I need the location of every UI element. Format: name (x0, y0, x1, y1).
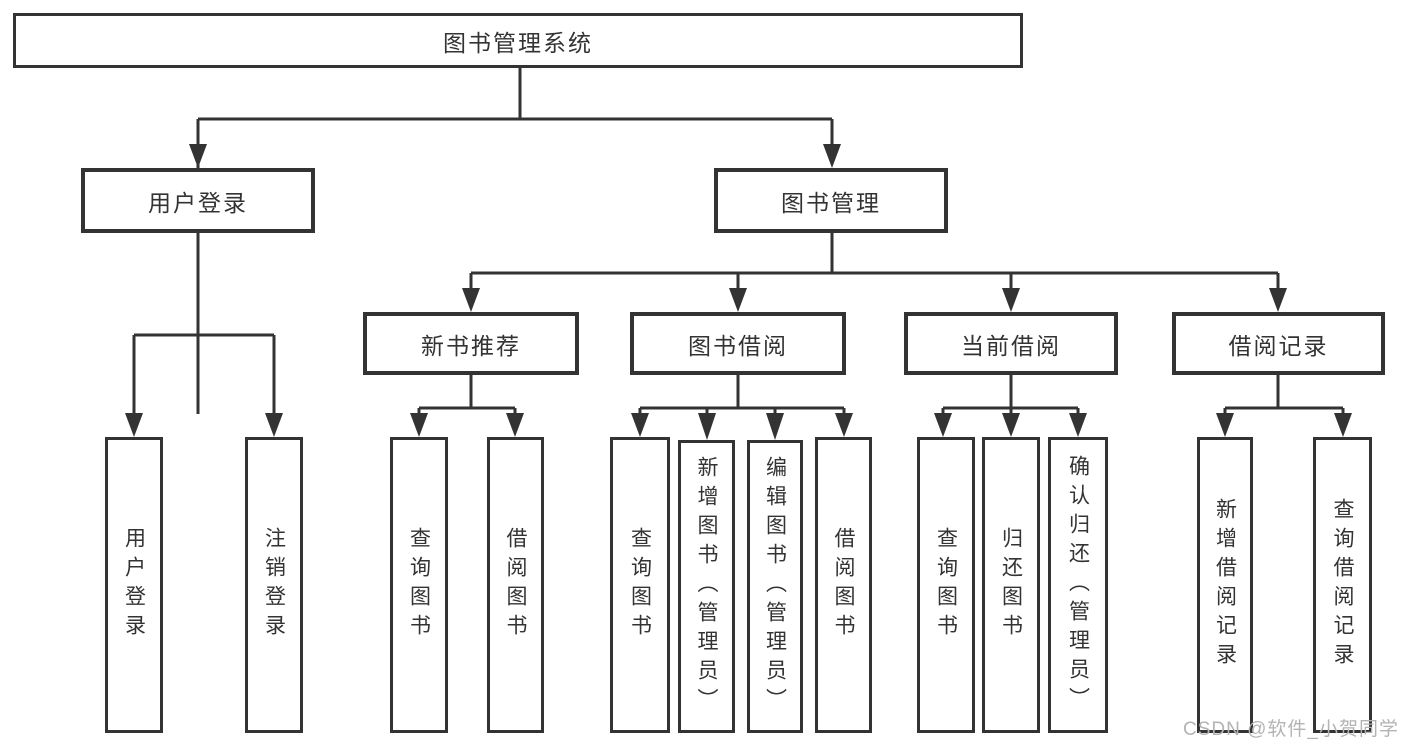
node-new-book-recommend: 新书推荐 (363, 312, 579, 375)
leaf-return-books: 归还图书 (982, 437, 1040, 733)
node-user-login: 用户登录 (81, 168, 315, 233)
csdn-watermark: CSDN @软件_小贺同学 (1183, 719, 1399, 740)
leaf-query-books-recommend: 查询图书 (390, 437, 448, 733)
leaf-add-books-admin: 新增图书（管理员） (678, 440, 735, 733)
leaf-add-borrow-record: 新增借阅记录 (1197, 437, 1253, 733)
leaf-query-borrow-record: 查询借阅记录 (1313, 437, 1372, 733)
leaf-edit-books-admin: 编辑图书（管理员） (747, 440, 803, 733)
leaf-user-login: 用户登录 (105, 437, 163, 733)
node-book-management: 图书管理 (714, 168, 948, 233)
arrowheads (125, 144, 1352, 440)
leaf-borrow-books-recommend: 借阅图书 (487, 437, 544, 733)
node-borrowing-records: 借阅记录 (1172, 312, 1385, 375)
leaf-borrow-books: 借阅图书 (815, 437, 872, 733)
node-book-borrowing: 图书借阅 (630, 312, 846, 375)
node-current-borrowing: 当前借阅 (904, 312, 1118, 375)
leaf-logout: 注销登录 (245, 437, 303, 733)
node-library-system: 图书管理系统 (13, 13, 1023, 68)
leaf-query-books-current: 查询图书 (917, 437, 975, 733)
leaf-confirm-return-admin: 确认归还（管理员） (1048, 437, 1108, 733)
leaf-query-books-borrow: 查询图书 (610, 437, 670, 733)
